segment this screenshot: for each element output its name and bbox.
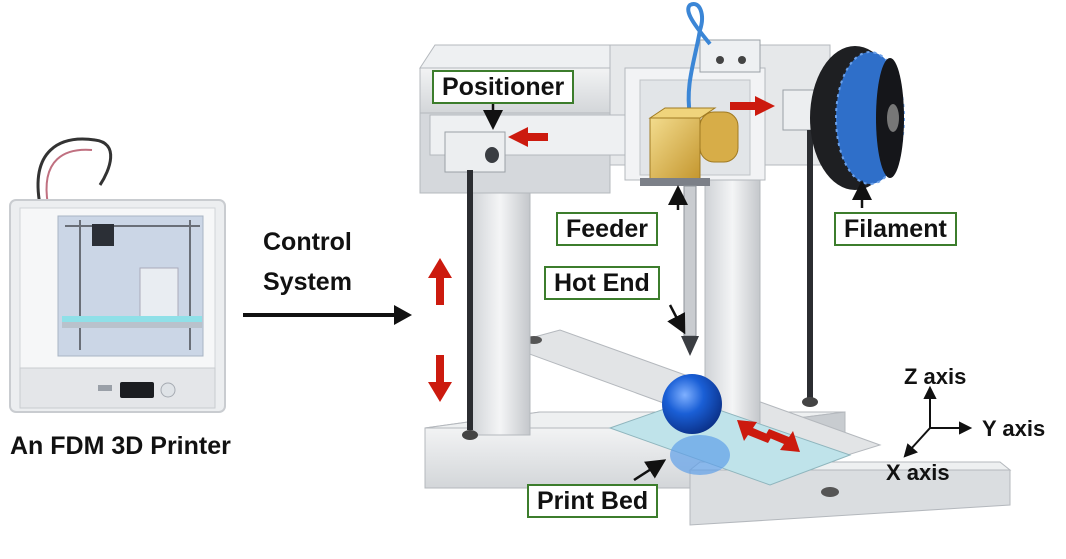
control-system-line1: Control bbox=[263, 228, 352, 256]
x-axis-label: X axis bbox=[886, 460, 950, 485]
filament-label: Filament bbox=[834, 212, 957, 246]
print-bed-label: Print Bed bbox=[527, 484, 659, 518]
control-system-line2: System bbox=[263, 268, 352, 296]
feeder-label: Feeder bbox=[556, 212, 658, 246]
z-axis-label: Z axis bbox=[904, 364, 967, 389]
control-arrow-head bbox=[394, 305, 412, 325]
hot-end-label: Hot End bbox=[544, 266, 660, 300]
label-pointers bbox=[483, 103, 872, 482]
desktop-printer-image bbox=[9, 137, 226, 413]
y-axis-label: Y axis bbox=[982, 416, 1046, 441]
printer-caption: An FDM 3D Printer bbox=[10, 432, 231, 460]
motion-arrows bbox=[428, 96, 800, 452]
positioner-label: Positioner bbox=[432, 70, 575, 104]
axes-indicator bbox=[903, 385, 973, 458]
